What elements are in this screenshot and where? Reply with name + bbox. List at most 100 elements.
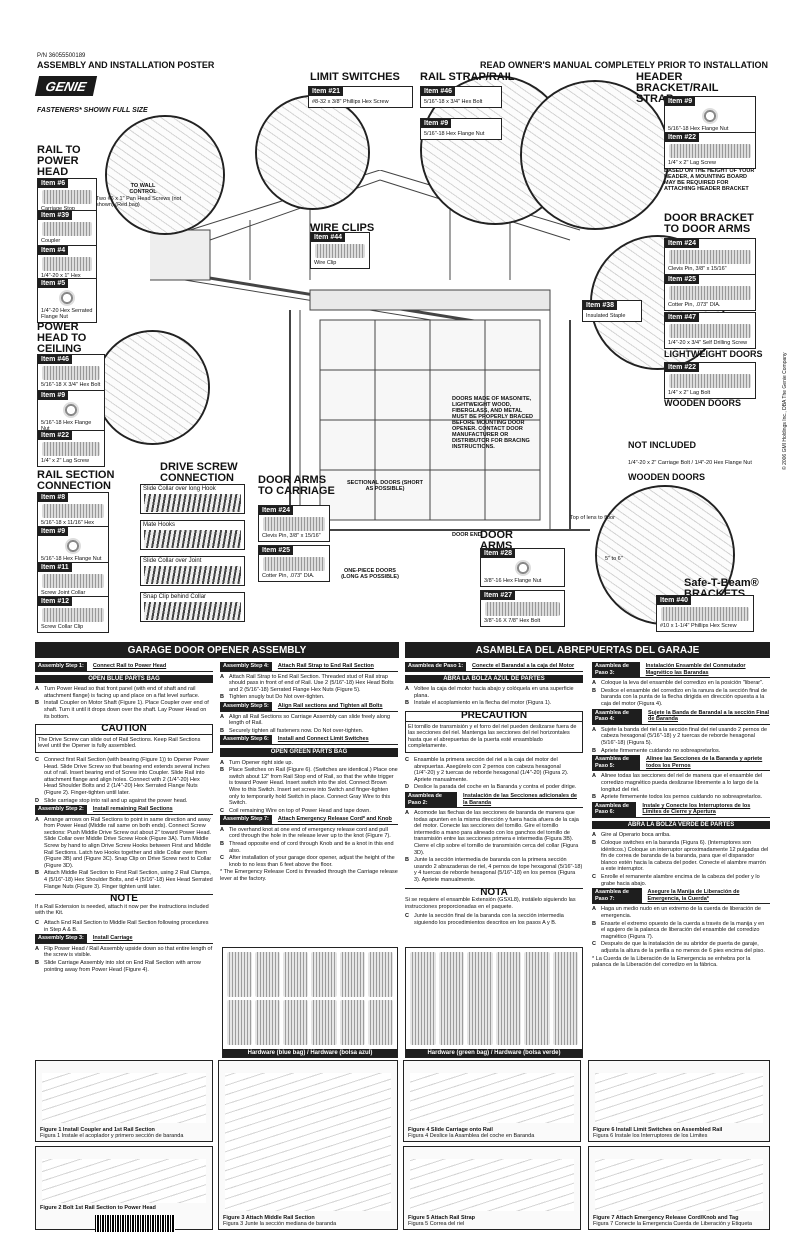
part-caption: Clevis Pin, 3/8" x 15/16" bbox=[668, 266, 727, 272]
item-letter: C bbox=[220, 807, 224, 814]
poster-title: ASSEMBLY AND INSTALLATION POSTER bbox=[37, 60, 215, 70]
drive-step-2: Mate Hooks bbox=[140, 520, 245, 550]
hardware-grid bbox=[227, 952, 393, 1045]
item-letter: C bbox=[405, 913, 409, 920]
item-letter: C bbox=[405, 756, 409, 763]
english-column-2: Assembly Step 4:Attach Rail Strap to End… bbox=[220, 662, 398, 883]
genie-logo: GENIE bbox=[34, 76, 98, 96]
step-number: Assembly Step 6: bbox=[220, 735, 272, 744]
item-letter: B bbox=[405, 857, 409, 864]
clevis-pin-icon bbox=[669, 250, 751, 264]
caution-body: The Drive Screw can slide out of Rail Se… bbox=[35, 734, 213, 753]
part-tag: Item #9 bbox=[38, 391, 69, 400]
step-title: Instalación Ensamble del Conmutador Magn… bbox=[645, 663, 746, 676]
item-letter: C bbox=[592, 941, 596, 948]
item-letter: D bbox=[405, 784, 409, 791]
item-text: Align all Rail Sections so Carriage Asse… bbox=[229, 713, 391, 727]
blue-bag-banner: OPEN BLUE PARTS BAG bbox=[35, 674, 213, 684]
step-number: Asamblea de Paso 1: bbox=[405, 662, 467, 671]
wooden-doors-title-2: WOODEN DOORS bbox=[628, 472, 706, 482]
green-bag-banner: OPEN GREEN PARTS BAG bbox=[220, 747, 398, 757]
item-text: Apriete firmemente todos los pernos cuid… bbox=[601, 794, 763, 801]
part-caption: Screw Collar Clip bbox=[41, 624, 84, 630]
note-heading: NOTA bbox=[405, 887, 583, 898]
item-letter: B bbox=[35, 700, 39, 707]
drive-screw-icon bbox=[144, 494, 241, 512]
item-text: Coloque la leva del ensamble del corredi… bbox=[601, 680, 764, 687]
english-title-bar: GARAGE DOOR OPENER ASSEMBLY bbox=[35, 642, 399, 658]
hardware-grid bbox=[410, 952, 578, 1045]
item-letter: C bbox=[220, 855, 224, 862]
part-tag: Item #24 bbox=[665, 239, 700, 248]
drive-step-4: Snap Clip behind Collar bbox=[140, 592, 245, 622]
item-text: Gire al Operario boca arriba. bbox=[601, 832, 671, 839]
step-heading: Assembly Step 5:Align Rail sections and … bbox=[220, 701, 398, 712]
figure-caption: Figure 1 Install Coupler and 1st Rail Se… bbox=[40, 1127, 208, 1139]
section-rail-section-connection: RAIL SECTION CONNECTION bbox=[37, 469, 115, 492]
figure-caption-en: Figure 3 Attach Middle Rail Section bbox=[223, 1215, 315, 1221]
screw-collar-clip-icon bbox=[42, 608, 104, 622]
step-title: Connect Rail to Power Head bbox=[92, 663, 167, 669]
step-number: Assembly Step 2: bbox=[35, 805, 87, 814]
part-tag: Item #9 bbox=[38, 527, 69, 536]
figure-caption-es: Figura 5 Correa del riel bbox=[408, 1221, 465, 1227]
item-text: Ensamble la primera sección del riel a l… bbox=[414, 756, 569, 783]
part-caption: 1/4"-20 x 3/4" Self Drilling Screw bbox=[668, 340, 748, 346]
drive-step-label: Slide Collar over long Hook bbox=[143, 486, 216, 492]
item-text: Apriete firmemente cuidando no sobreapre… bbox=[601, 747, 721, 754]
item-letter: B bbox=[35, 870, 39, 877]
lag-bolt-icon bbox=[669, 374, 751, 388]
lens-height-note: Top of lens to floor bbox=[570, 515, 615, 521]
flange-nut-icon bbox=[59, 290, 75, 306]
note-body: Si se requiere el ensamble Extensión (GS… bbox=[405, 897, 576, 910]
cotter-pin-icon bbox=[669, 286, 751, 300]
figure-7: Figure 7 Attach Emergency Release Cord/K… bbox=[588, 1146, 770, 1230]
item-letter: B bbox=[35, 959, 39, 966]
english-column-1: Assembly Step 1:Connect Rail to Power He… bbox=[35, 662, 213, 974]
item-letter: B bbox=[220, 841, 224, 848]
section-drive-screw: DRIVE SCREW CONNECTION bbox=[160, 461, 238, 484]
figure-caption-en: Figure 5 Attach Rail Strap bbox=[408, 1215, 476, 1221]
figure-caption-en: Figure 2 Bolt 1st Rail Section to Power … bbox=[40, 1205, 156, 1211]
part-caption: #8-32 x 3/8" Phillips Hex Screw bbox=[312, 99, 389, 105]
step-number: Assembly Step 7: bbox=[220, 815, 272, 824]
step-title: Conecte el Barandal a la caja del Motor bbox=[472, 663, 575, 669]
part-caption: Wire Clip bbox=[314, 260, 337, 266]
part-caption: 5/16"-18 Hex Flange Nut bbox=[424, 131, 485, 137]
wire-clip-icon bbox=[315, 244, 365, 258]
figure-caption: Figure 7 Attach Emergency Release Cord/K… bbox=[593, 1215, 765, 1227]
item-letter: B bbox=[405, 700, 409, 707]
step-heading: Asamblea de Paso 3:Instalación Ensamble … bbox=[592, 662, 770, 679]
figure-caption-es: Figura 4 Deslice la Asamblea del coche e… bbox=[408, 1133, 535, 1139]
drive-step-label: Slide Collar over Joint bbox=[143, 558, 202, 564]
step-number: Asamblea de Paso 7: bbox=[592, 888, 642, 904]
barcode bbox=[95, 1215, 175, 1232]
item-letter: B bbox=[592, 794, 596, 801]
header-note: BASED ON THE HEIGHT OF YOUR HEADER, A MO… bbox=[664, 168, 755, 192]
list-item: B Apriete firmemente todos los pernos cui… bbox=[592, 794, 770, 801]
item-letter: A bbox=[35, 686, 39, 693]
item-text: Junte la sección intermedia de baranda c… bbox=[414, 857, 583, 884]
drive-step-label: Snap Clip behind Collar bbox=[143, 594, 207, 600]
step-number: Asamblea de Paso 2: bbox=[405, 791, 457, 808]
hex-bolt-icon bbox=[42, 366, 100, 380]
figure-art bbox=[225, 1073, 391, 1211]
